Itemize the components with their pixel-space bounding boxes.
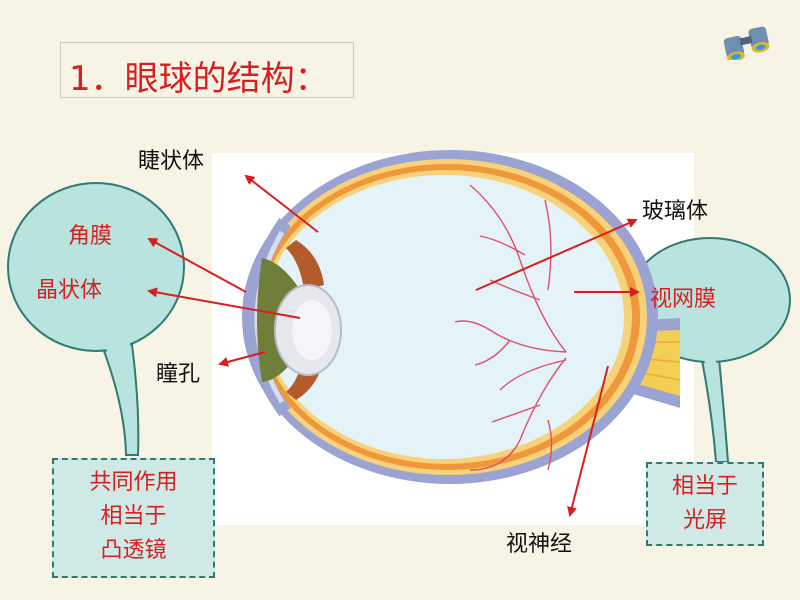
title-box: 1．眼球的结构： (60, 42, 354, 99)
label-optic-nerve: 视神经 (506, 532, 573, 557)
label-lens: 晶状体 (36, 278, 103, 303)
note-screen: 相当于 光屏 (646, 462, 764, 546)
note-convex-lens: 共同作用 相当于 凸透镜 (52, 458, 215, 578)
label-pupil: 瞳孔 (156, 362, 201, 387)
ciliary-body (286, 240, 324, 290)
cornea (244, 218, 291, 417)
left-speech-bubble (7, 182, 185, 456)
label-vitreous-body: 玻璃体 (642, 199, 709, 224)
note-left-line-2: 相当于 (100, 504, 167, 529)
pointer-arrows (147, 174, 640, 517)
note-left-line-3: 凸透镜 (100, 538, 167, 563)
note-right-line-1: 相当于 (671, 474, 738, 499)
slide-title: 1．眼球的结构： (69, 59, 329, 99)
label-ciliary-body: 睫状体 (138, 149, 205, 174)
label-retina: 视网膜 (650, 287, 717, 312)
binoculars-icon (723, 26, 770, 60)
note-right-line-2: 光屏 (682, 508, 727, 533)
vitreous-body (264, 175, 624, 459)
label-cornea: 角膜 (68, 224, 113, 249)
note-left-line-1: 共同作用 (89, 470, 178, 495)
